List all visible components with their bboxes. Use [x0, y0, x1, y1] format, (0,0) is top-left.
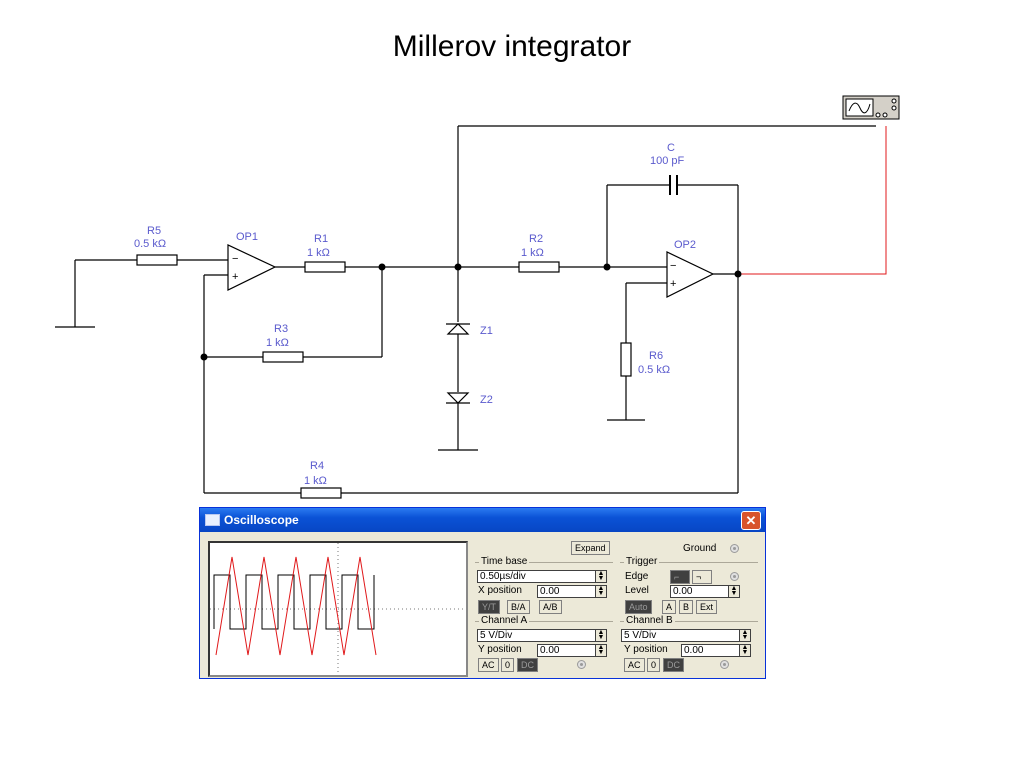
channel-b-radio[interactable] [720, 660, 729, 669]
resistor-r2[interactable] [518, 261, 560, 273]
yt-button[interactable]: Y/T [478, 600, 501, 614]
zener-z2[interactable] [446, 392, 470, 404]
junction [200, 353, 208, 361]
opamp-op2[interactable] [666, 251, 715, 298]
oscilloscope-window[interactable]: Oscilloscope ✕ Expand Ground Time base 0… [199, 507, 766, 679]
junction [378, 263, 386, 271]
level-spinner[interactable]: ▲▼ [728, 585, 740, 598]
channel-a-y-position-field[interactable]: 0.00 [537, 644, 596, 657]
r1-name: R1 [314, 233, 328, 245]
resistor-r5[interactable] [136, 254, 178, 266]
oscilloscope-icon[interactable] [842, 95, 900, 120]
channel-b-y-position-spinner[interactable]: ▲▼ [739, 644, 751, 657]
channel-b-dc-button[interactable]: DC [663, 658, 684, 672]
x-position-field[interactable]: 0.00 [537, 585, 596, 598]
trigger-label: Trigger [624, 556, 660, 567]
r3-value: 1 kΩ [266, 337, 289, 349]
channel-a-scale-spinner[interactable]: ▲▼ [595, 629, 607, 642]
time-base-spinner[interactable]: ▲▼ [595, 570, 607, 583]
z1-name: Z1 [480, 325, 493, 337]
channel-b-zero-button[interactable]: 0 [647, 658, 661, 672]
trigger-a-button[interactable]: A [662, 600, 677, 614]
trigger-b-button[interactable]: B [679, 600, 694, 614]
op2-plus: + [670, 278, 676, 290]
auto-button[interactable]: Auto [625, 600, 652, 614]
oscilloscope-screen [208, 541, 468, 677]
resistor-r6[interactable] [620, 342, 632, 377]
edge-rising-button[interactable]: ⌐ [670, 570, 690, 584]
r3-name: R3 [274, 323, 288, 335]
rising-edge-icon: ⌐ [674, 572, 680, 582]
channel-b-y-position-field[interactable]: 0.00 [681, 644, 740, 657]
junction [603, 263, 611, 271]
channel-a-zero-button[interactable]: 0 [501, 658, 515, 672]
channel-a-y-position-label: Y position [478, 644, 522, 655]
oscilloscope-titlebar[interactable]: Oscilloscope ✕ [200, 508, 765, 532]
x-position-label: X position [478, 585, 522, 596]
channel-b-scale-field[interactable]: 5 V/Div [621, 629, 740, 642]
r6-value: 0.5 kΩ [638, 364, 670, 376]
op1-minus: − [232, 253, 238, 265]
ground-left [55, 260, 95, 328]
c-value: 100 pF [650, 155, 685, 167]
resistor-r3[interactable] [262, 351, 304, 363]
window-icon [205, 514, 220, 526]
r2-name: R2 [529, 233, 543, 245]
waveform-display [210, 543, 466, 675]
channel-b-scale-spinner[interactable]: ▲▼ [739, 629, 751, 642]
op2-minus: − [670, 260, 676, 272]
edge-label: Edge [625, 571, 649, 582]
junction [454, 263, 462, 271]
time-base-label: Time base [479, 556, 530, 567]
channel-a-ac-button[interactable]: AC [478, 658, 499, 672]
falling-edge-icon: ¬ [696, 572, 702, 582]
channel-a-radio[interactable] [577, 660, 586, 669]
z2-name: Z2 [480, 394, 493, 406]
probe-wire-b [738, 126, 887, 275]
r5-name: R5 [147, 225, 161, 237]
slide-title: Millerov integrator [392, 30, 632, 63]
channel-a-dc-button[interactable]: DC [517, 658, 538, 672]
close-button[interactable]: ✕ [741, 511, 761, 530]
edge-falling-button[interactable]: ¬ [692, 570, 712, 584]
op1-name: OP1 [236, 231, 258, 243]
channel-b-trace [215, 556, 377, 656]
level-field[interactable]: 0.00 [670, 585, 729, 598]
ground-label: Ground [683, 543, 717, 554]
r4-name: R4 [310, 460, 324, 472]
channel-b-label: Channel B [624, 615, 675, 626]
channel-b-ac-button[interactable]: AC [624, 658, 645, 672]
level-label: Level [625, 585, 649, 596]
ba-button[interactable]: B/A [507, 600, 530, 614]
channel-a-trace [213, 574, 375, 630]
r6-name: R6 [649, 350, 663, 362]
opamp-op1[interactable] [227, 244, 277, 291]
r1-value: 1 kΩ [307, 247, 330, 259]
channel-a-label: Channel A [479, 615, 530, 626]
expand-button[interactable]: Expand [571, 541, 610, 555]
r4-value: 1 kΩ [304, 475, 327, 487]
zener-z1[interactable] [446, 323, 470, 335]
r2-value: 1 kΩ [521, 247, 544, 259]
channel-a-scale-field[interactable]: 5 V/Div [477, 629, 596, 642]
resistor-r4[interactable] [300, 487, 342, 499]
resistor-r1[interactable] [304, 261, 346, 273]
junction [734, 270, 742, 278]
channel-a-y-position-spinner[interactable]: ▲▼ [595, 644, 607, 657]
channel-b-y-position-label: Y position [624, 644, 668, 655]
x-position-spinner[interactable]: ▲▼ [595, 585, 607, 598]
edge-radio[interactable] [730, 572, 739, 581]
r5-value: 0.5 kΩ [134, 238, 166, 250]
ab-button[interactable]: A/B [539, 600, 562, 614]
ground-radio[interactable] [730, 544, 739, 553]
op2-name: OP2 [674, 239, 696, 251]
oscilloscope-title: Oscilloscope [224, 513, 299, 527]
c-name: C [667, 142, 675, 154]
op1-plus: + [232, 271, 238, 283]
trigger-ext-button[interactable]: Ext [696, 600, 718, 614]
capacitor-c[interactable] [669, 175, 678, 195]
time-base-field[interactable]: 0.50µs/div [477, 570, 596, 583]
